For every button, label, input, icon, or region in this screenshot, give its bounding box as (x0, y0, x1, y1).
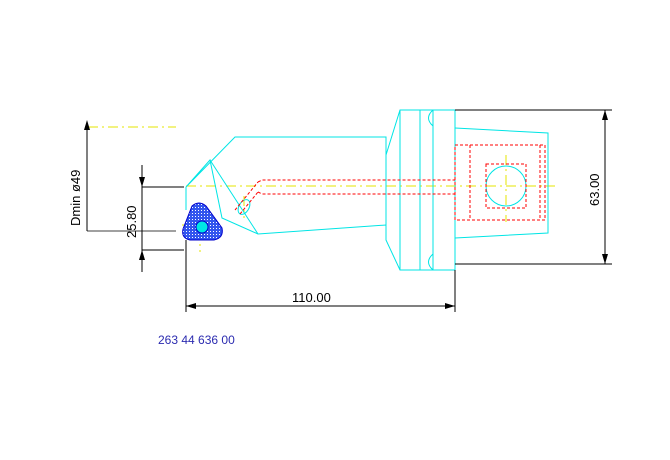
diameter-arrow-top (602, 110, 608, 120)
taper-outline (454, 127, 549, 239)
part-number: 263 44 636 00 (158, 333, 235, 347)
coolant-channel-lower (257, 191, 455, 195)
length-label: 110.00 (292, 290, 331, 305)
height-label: 25.80 (124, 205, 139, 238)
head-chamfer (209, 159, 259, 235)
tool-body (185, 109, 549, 271)
shank-outline (433, 109, 456, 271)
center-lines (88, 126, 555, 252)
height-arrow-bottom (139, 250, 145, 260)
length-arrow-left (186, 303, 196, 309)
dmin-label: Dmin ø49 (68, 170, 83, 226)
coolant-channel-front (234, 181, 259, 211)
dmin-arrow (84, 120, 90, 130)
hidden-lines (234, 144, 546, 221)
shank-bore (454, 144, 546, 221)
diameter-label: 63.00 (587, 173, 602, 206)
height-arrow-top (139, 177, 145, 187)
insert (182, 202, 223, 241)
insert-hole (195, 220, 209, 234)
length-arrow-right (445, 303, 455, 309)
collar-groove (428, 109, 434, 271)
diameter-arrow-bottom (602, 254, 608, 264)
bolt-pocket (485, 163, 527, 209)
coolant-channel-upper (257, 179, 455, 183)
head-outline (185, 109, 434, 271)
dimensions (84, 109, 612, 312)
screw-ellipse (237, 199, 251, 215)
